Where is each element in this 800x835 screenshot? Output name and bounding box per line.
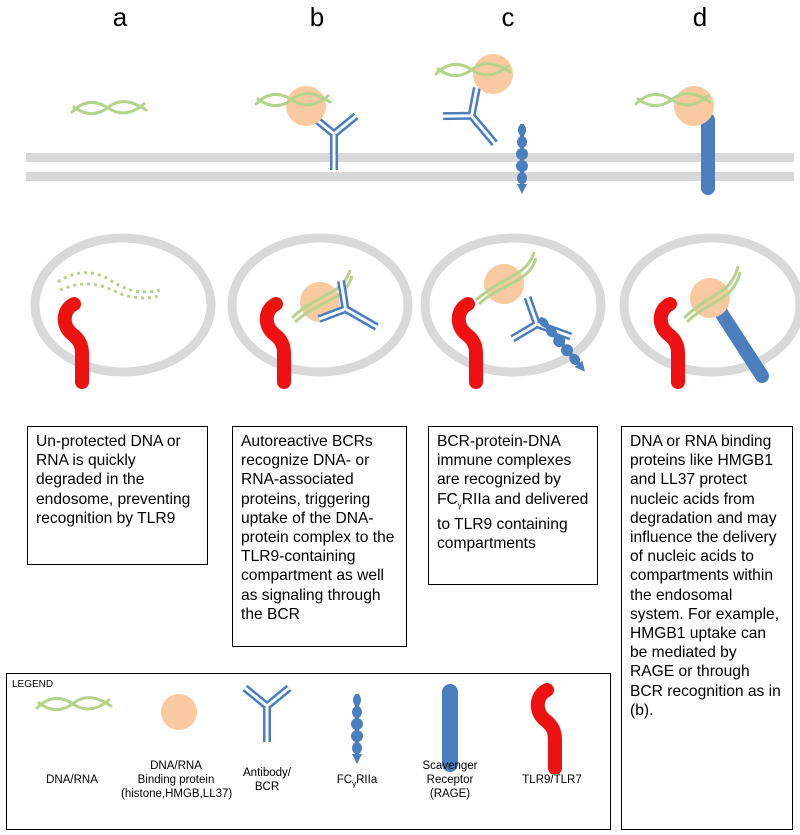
panel-c-label: c (501, 2, 515, 32)
panel-d-description: DNA or RNA binding proteins like HMGB1 a… (621, 426, 793, 830)
legend-label-tlr: TLR9/TLR7 (522, 774, 582, 786)
membrane-inner (26, 172, 794, 181)
legend-label-rage: Scavenger Receptor (RAGE) (422, 760, 478, 800)
panel-c-description-pre: BCR-protein-DNA immune complexes are rec… (437, 433, 572, 508)
panel-a-drawing (30, 100, 216, 382)
panel-a-dna-icon (70, 100, 148, 116)
legend-title: LEGEND (12, 679, 54, 690)
panel-a-description: Un-protected DNA or RNA is quickly degra… (27, 426, 208, 565)
panel-d-label: d (692, 2, 708, 32)
panel-a-degraded-dna-icon (57, 271, 161, 294)
legend-label-dna: DNA/RNA (46, 774, 98, 786)
legend-label-protein: DNA/RNA Binding protein (histone,HMGB,LL… (121, 760, 233, 800)
panel-a-tlr-icon (65, 304, 82, 382)
panel-d-drawing (619, 86, 800, 383)
panel-b-tlr-icon (267, 304, 284, 382)
panel-c-antibody-icon (443, 88, 511, 158)
panel-a-endosome (30, 233, 216, 377)
legend-box: LEGEND DNA/RNA DNA/RNA Binding protein (… (6, 673, 611, 830)
legend-icons (35, 674, 609, 774)
panel-d-internal-rage-icon (711, 301, 769, 383)
legend-antibody-icon (245, 688, 289, 742)
legend-fcr-icon (349, 692, 365, 766)
panel-c-description-post: RIIa and delivered to TLR9 containing co… (437, 490, 589, 553)
legend-tlr-icon (538, 690, 555, 768)
legend-label-fcr: FCγRIIa (336, 774, 378, 789)
panel-b-label: b (309, 2, 325, 32)
panel-b-description: Autoreactive BCRs recognize DNA- or RNA-… (232, 426, 407, 647)
panel-c-tlr-icon (459, 304, 476, 382)
panel-c-endosome (420, 233, 606, 377)
panel-d-endosome (619, 233, 800, 377)
panel-c-drawing (420, 54, 606, 382)
membrane-outer (26, 153, 794, 162)
panel-b-endosome (227, 233, 413, 377)
legend-label-antibody: Antibody/ BCR (243, 767, 291, 793)
panel-d-tlr-icon (661, 304, 678, 382)
legend-dna-icon (35, 696, 113, 712)
panel-a-label: a (112, 2, 128, 32)
panel-c-description-sub: γ (457, 500, 462, 510)
panel-c-description: BCR-protein-DNA immune complexes are rec… (428, 426, 598, 585)
legend-protein-icon (161, 694, 197, 730)
panel-b-drawing (227, 86, 413, 382)
